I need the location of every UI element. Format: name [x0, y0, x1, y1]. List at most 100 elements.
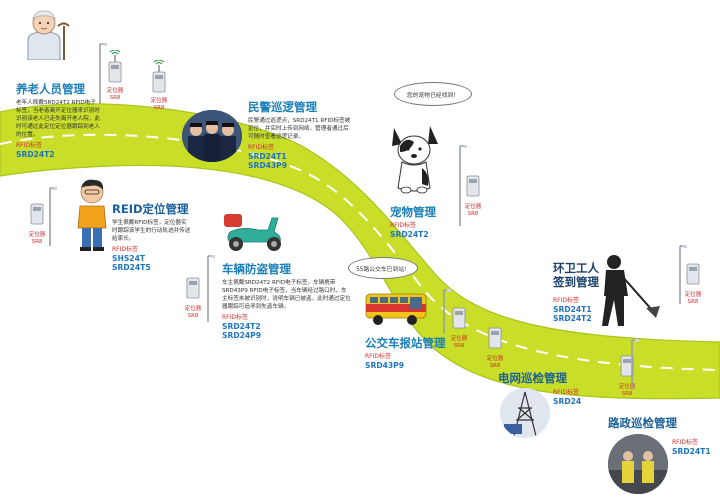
scooter-cartoon [224, 214, 281, 251]
locator-7: 定位器 SR8 [484, 322, 506, 369]
sanitation-title-line-2: 签到管理 [553, 275, 599, 289]
vehicle-desc: 车主佩戴SRD24T2 RFID电子标签，车辆携带SRD43P9 RFID电子标… [222, 280, 351, 310]
locator-device-icon [452, 307, 466, 329]
pet-code-1: SRD24T2 [390, 230, 429, 239]
vehicle-title: 车辆防盗管理 [222, 262, 291, 276]
power-grid-photo [500, 388, 550, 438]
bus-cartoon [365, 293, 427, 325]
locator-8-name: 定位器 [684, 292, 702, 298]
sanitation-section: 环卫工人 签到管理 RFID标签 SRD24T1 SRD24T2 [553, 261, 613, 323]
locator-9-model: SR8 [621, 390, 633, 397]
locator-5-model: SR8 [467, 210, 479, 217]
locator-4: 定位器 SR8 [182, 272, 204, 319]
locator-device-icon [686, 263, 700, 285]
elder-cartoon [27, 10, 70, 60]
lamp-post-7 [631, 339, 639, 390]
locator-5-name: 定位器 [464, 204, 482, 210]
grid-title: 电网巡检管理 [498, 371, 567, 385]
locator-2: 定位器 SR8 [148, 59, 170, 111]
locator-7-model: SR8 [489, 362, 501, 369]
road-inspection-tag: RFID标签 [672, 439, 699, 446]
police-code-2: SRD43P9 [248, 161, 288, 170]
locator-9: 定位器 SR8 [616, 350, 638, 397]
lamp-post-5 [443, 289, 451, 334]
bus-bubble-text: 55路公交车已到站！ [356, 266, 410, 273]
lamp-post-4 [459, 145, 467, 226]
reid-section: REID定位管理 学生佩戴RFID标签，定位器实时跟踪该学生的行动轨迹并传送给家… [112, 202, 192, 272]
sanitation-code-2: SRD24T2 [553, 314, 592, 323]
lamp-post-2 [49, 187, 57, 246]
vehicle-section: 车辆防盗管理 车主佩戴SRD24T2 RFID电子标签，车辆携带SRD43P9 … [222, 262, 352, 340]
pet-speech-bubble: 您的宠物已经找到！ [394, 82, 472, 106]
lamp-post-6 [679, 245, 687, 304]
locator-3: 定位器 SR8 [26, 198, 48, 245]
street-sweeper-silhouette [602, 255, 660, 326]
locator-6-name: 定位器 [450, 336, 468, 342]
road-inspection-title: 路政巡检管理 [608, 416, 677, 430]
road-inspection-photo [608, 434, 668, 494]
locator-6: 定位器 SR8 [448, 302, 470, 349]
lamp-post-1 [99, 43, 107, 104]
police-code-1: SRD24T1 [248, 152, 287, 161]
locator-4-name: 定位器 [184, 306, 202, 312]
elder-tag: RFID标签 [16, 142, 43, 149]
locator-device-icon [186, 277, 200, 299]
locator-8-model: SR8 [687, 298, 699, 305]
grid-tag: RFID标签 [553, 389, 580, 396]
locator-5: 定位器 SR8 [462, 170, 484, 217]
locator-4-model: SR8 [187, 312, 199, 319]
police-section: 民警巡逻管理 民警通过巡逻点，SRD24T1 RFID标签被定位，并实时上传到网… [248, 100, 353, 170]
locator-6-model: SR8 [453, 342, 465, 349]
locator-2-model: SR8 [153, 104, 165, 111]
locator-device-icon [466, 175, 480, 197]
reid-title: REID定位管理 [112, 202, 189, 216]
grid-code-1: SRD24 [553, 397, 582, 406]
locator-device-icon [30, 203, 44, 225]
bus-title: 公交车报站管理 [365, 336, 446, 350]
student-cartoon [77, 179, 107, 251]
locator-device-icon [620, 355, 634, 377]
elder-section: 养老人员管理 老年人佩戴SRD24T2 RFID电子标签，当老者离开定位器来识别… [16, 82, 100, 159]
bus-section: 公交车报站管理 RFID标签 SRD43P9 [365, 336, 455, 370]
elder-code-1: SRD24T2 [16, 150, 55, 159]
lamp-post-3 [207, 255, 215, 322]
locator-1-name: 定位器 [106, 88, 124, 94]
locator-2-name: 定位器 [150, 98, 168, 104]
police-title: 民警巡逻管理 [248, 100, 317, 114]
reid-tag: RFID标签 [112, 246, 139, 253]
locator-7-name: 定位器 [486, 356, 504, 362]
sanitation-tag: RFID标签 [553, 297, 580, 304]
police-tag: RFID标签 [248, 144, 275, 151]
locator-3-name: 定位器 [28, 232, 46, 238]
locator-device-icon [152, 59, 166, 93]
elder-desc: 老年人佩戴SRD24T2 RFID电子标签，当老者离开定位器来识别时识别该老人已… [16, 100, 100, 138]
bus-code-1: SRD43P9 [365, 361, 405, 370]
vehicle-code-2: SRD24P9 [222, 331, 262, 340]
reid-desc: 学生佩戴RFID标签，定位器实时跟踪该学生的行动轨迹并传送给家长。 [112, 220, 191, 242]
bus-speech-bubble: 55路公交车已到站！ [348, 257, 418, 279]
locator-3-model: SR8 [31, 238, 43, 245]
grid-section: 电网巡检管理 [498, 371, 568, 385]
vehicle-tag: RFID标签 [222, 314, 249, 321]
pet-bubble-text: 您的宠物已经找到！ [406, 92, 460, 99]
police-photo [182, 110, 242, 162]
reid-code-1: SHS24T [112, 254, 146, 263]
police-desc: 民警通过巡逻点，SRD24T1 RFID标签被定位，并实时上传到网络，管理者通过… [248, 118, 351, 140]
pet-title: 宠物管理 [390, 205, 436, 219]
locator-8: 定位器 SR8 [682, 258, 704, 305]
dog-cartoon [392, 126, 438, 194]
pet-section: 宠物管理 RFID标签 SRD24T2 [390, 205, 470, 239]
sanitation-code-1: SRD24T1 [553, 305, 592, 314]
locator-1-model: SR8 [109, 94, 121, 101]
elder-title: 养老人员管理 [16, 82, 85, 96]
road-inspection-code-1: SRD24T1 [672, 447, 711, 456]
locator-device-icon [488, 327, 502, 349]
pet-tag: RFID标签 [390, 222, 417, 229]
vehicle-code-1: SRD24T2 [222, 322, 261, 331]
locator-9-name: 定位器 [618, 384, 636, 390]
grid-tags: RFID标签 SRD24 [553, 386, 603, 406]
locator-device-icon [108, 49, 122, 83]
reid-code-2: SRD24T5 [112, 263, 151, 272]
